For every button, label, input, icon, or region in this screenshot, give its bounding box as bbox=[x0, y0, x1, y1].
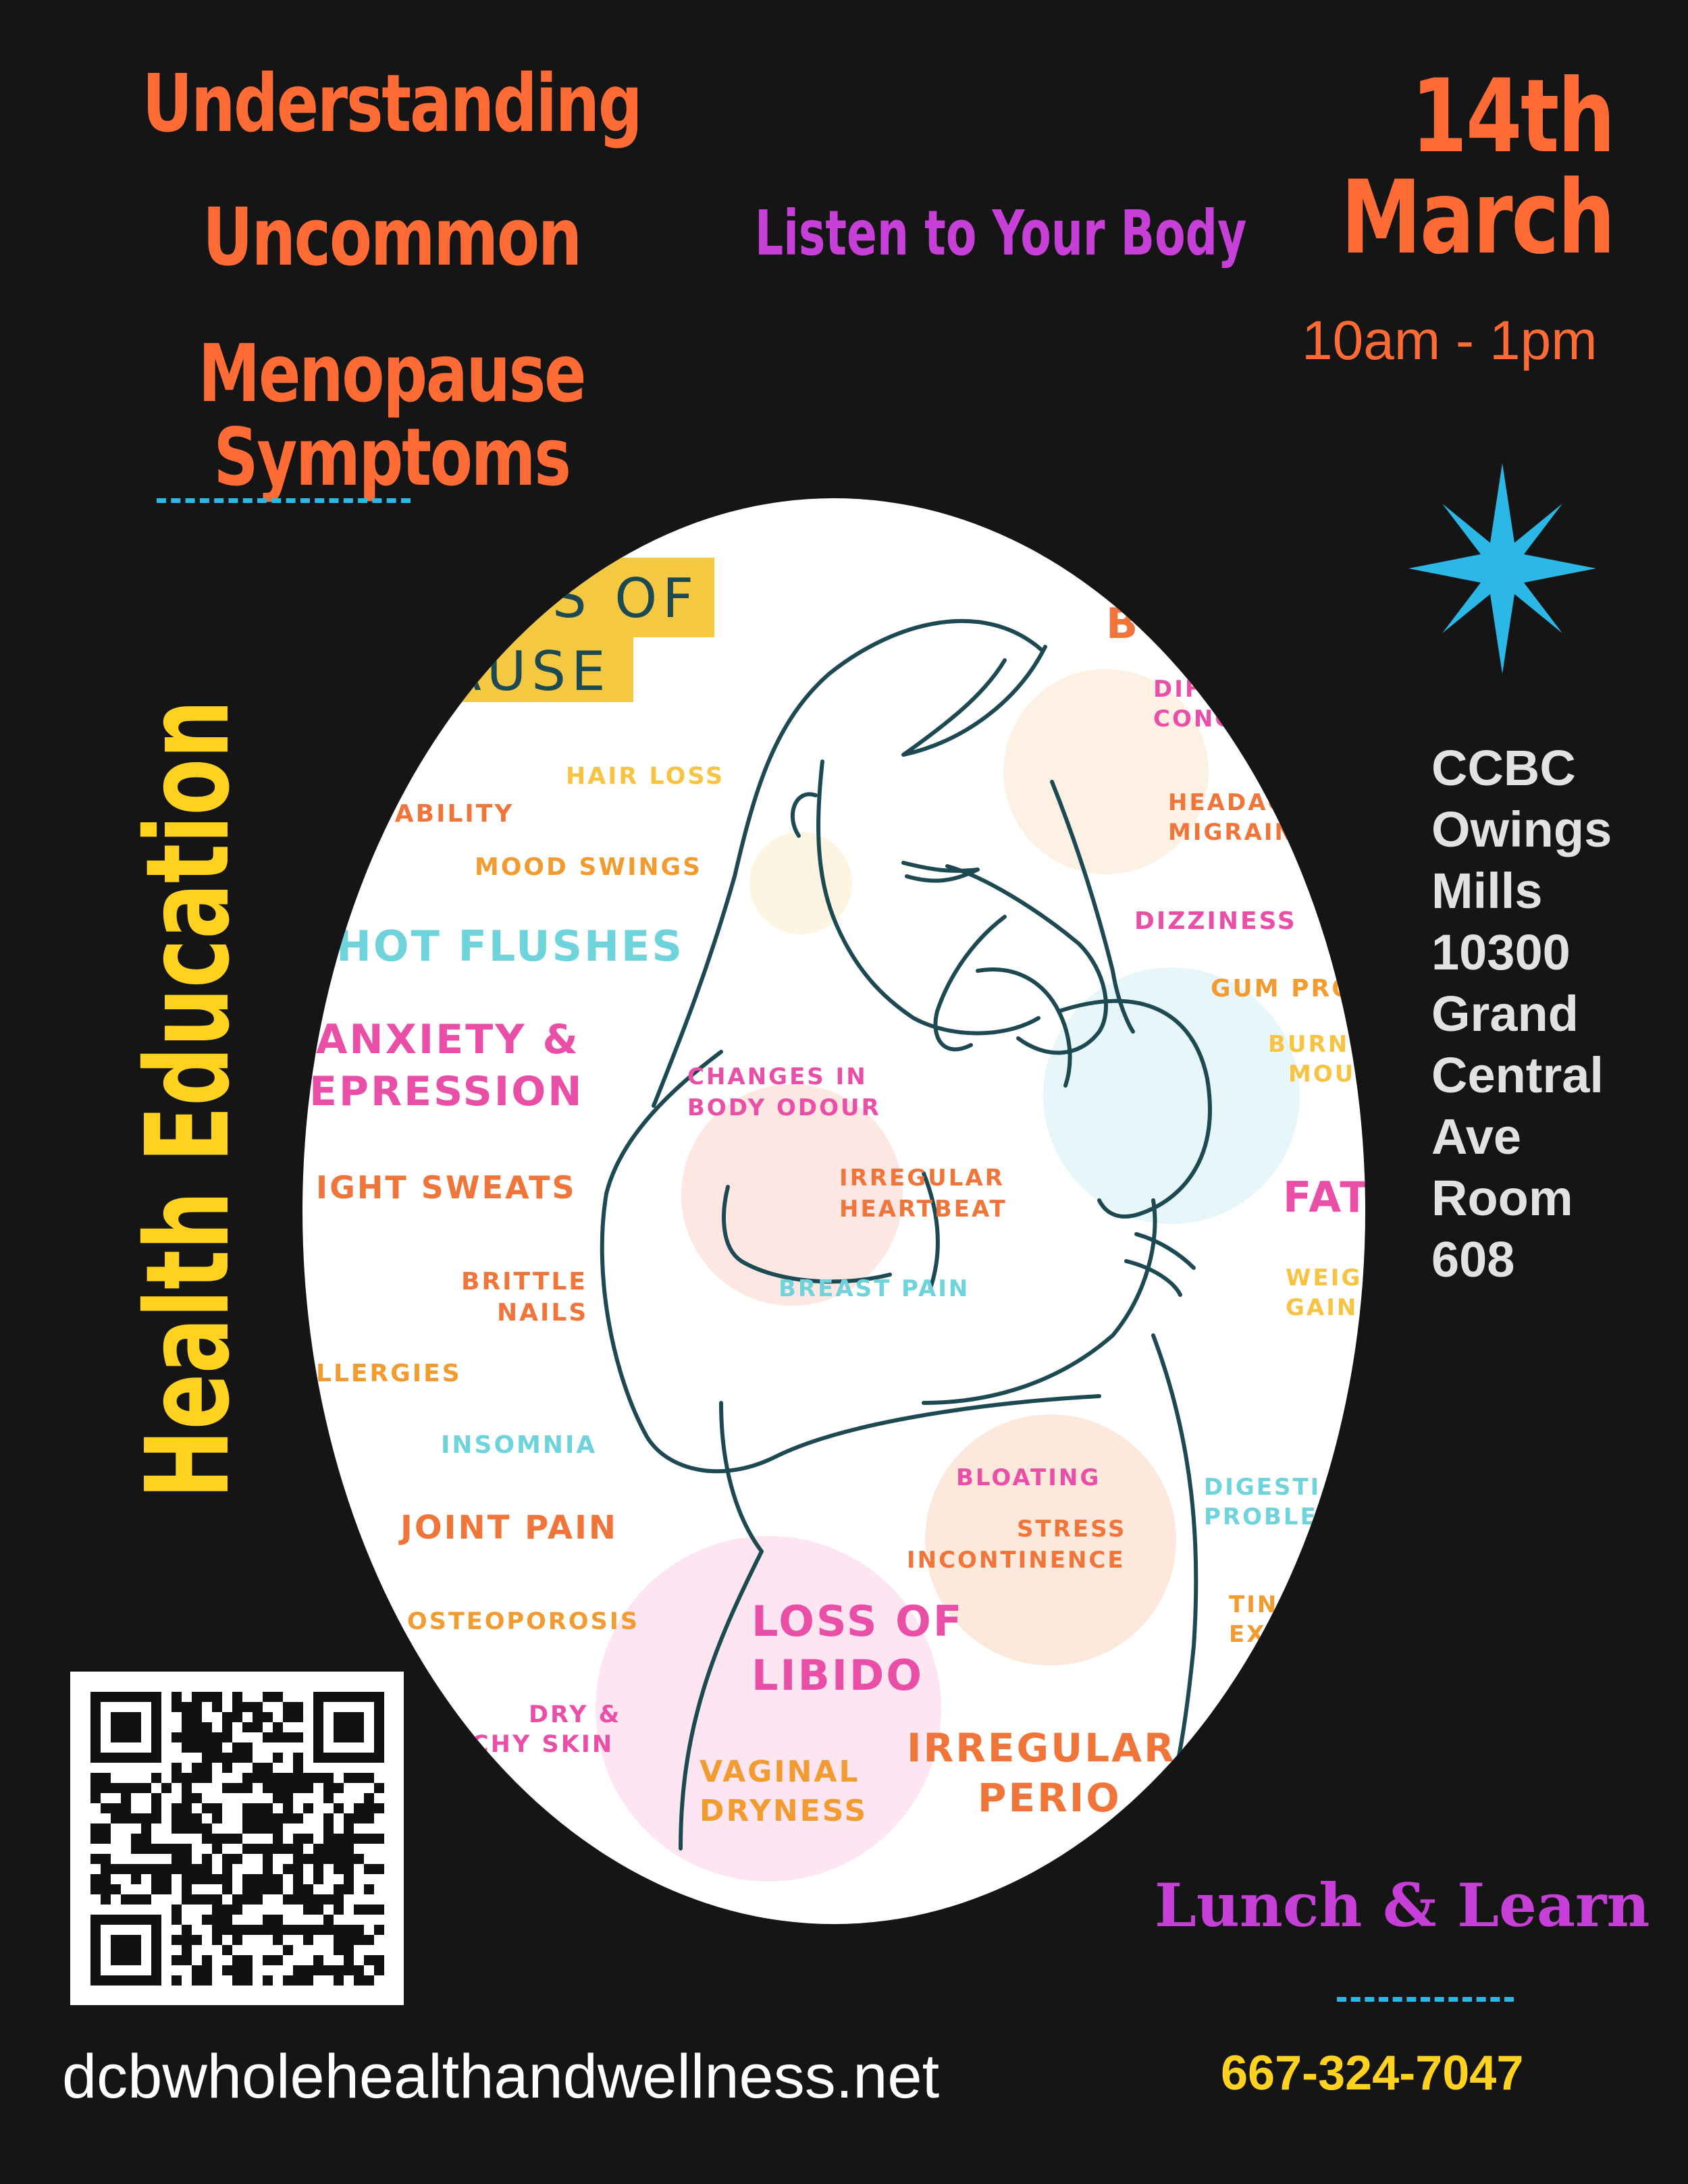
symptom-label: BRITTLE bbox=[461, 1268, 588, 1296]
symptom-label: ANXIETY & bbox=[316, 1016, 580, 1063]
symptom-label: CHANGES IN bbox=[687, 1063, 868, 1090]
address-line: Room bbox=[1431, 1170, 1573, 1226]
symptom-label: INCONTINENCE bbox=[907, 1547, 1126, 1574]
date-day: 14th bbox=[1410, 58, 1616, 176]
symptom-label: BURN bbox=[1268, 1031, 1350, 1058]
title-line-3: Menopause Symptoms bbox=[198, 327, 587, 504]
symptom-label: INSOMNIA bbox=[441, 1431, 598, 1459]
address-line: Mills bbox=[1431, 863, 1543, 919]
illustration-banner-text-1: S OF bbox=[552, 567, 700, 630]
symptom-label: WEIG bbox=[1286, 1264, 1363, 1291]
woman-line-art bbox=[600, 618, 1212, 1850]
symptom-label: DIGESTI bbox=[1204, 1474, 1321, 1501]
symptom-label: LOSS OF bbox=[751, 1597, 964, 1646]
symptom-label: PERIO bbox=[978, 1775, 1122, 1821]
address-line: Owings bbox=[1431, 801, 1612, 857]
symptom-label: DRY & bbox=[529, 1701, 622, 1728]
symptom-label: BLOATING bbox=[956, 1464, 1101, 1491]
illustration-banner-text-2: AUSE bbox=[444, 640, 611, 703]
divider-bottom bbox=[1337, 1997, 1514, 2002]
address-line: Ave bbox=[1431, 1109, 1522, 1165]
illustration-banner-line-1 bbox=[431, 558, 714, 637]
symptom-label: MOOD SWINGS bbox=[475, 853, 703, 881]
symptom-label: EX bbox=[1229, 1621, 1267, 1648]
website-link[interactable]: dcbwholehealthandwellness.net bbox=[62, 2042, 940, 2111]
health-education-banner: Health Education bbox=[122, 699, 255, 1499]
symptom-label: IRREGULAR bbox=[839, 1165, 1005, 1192]
phone-number[interactable]: 667-324-7047 bbox=[1221, 2046, 1524, 2100]
symptom-label: IRREGULAR bbox=[907, 1725, 1176, 1771]
star-burst-icon bbox=[1408, 463, 1596, 674]
symptom-label: JOINT PAIN bbox=[400, 1509, 618, 1547]
symptom-label: VAGINAL bbox=[700, 1755, 860, 1789]
symptom-label: HEARTBEAT bbox=[839, 1196, 1007, 1223]
event-type: Lunch & Learn bbox=[1155, 1870, 1650, 1940]
symptom-label: CHY SKIN bbox=[471, 1731, 614, 1758]
symptom-label: EPRESSION bbox=[309, 1068, 584, 1115]
symptom-label: TIN bbox=[1229, 1591, 1279, 1618]
symptom-label: LIBIDO bbox=[751, 1651, 924, 1700]
qr-code-pattern bbox=[90, 1692, 384, 1986]
address-line: Grand bbox=[1431, 986, 1579, 1042]
symptom-label: FAT bbox=[1283, 1173, 1365, 1222]
symptom-label: DIZZINESS bbox=[1134, 907, 1297, 935]
address-line: CCBC bbox=[1431, 740, 1576, 796]
title-line-2: Uncommon bbox=[203, 190, 582, 284]
symptoms-illustration: S OF AUSE HAIR LOSS TABILITY MOOD SWINGS… bbox=[302, 498, 1365, 1924]
symptom-label: CONC bbox=[1153, 705, 1234, 733]
symptom-label: BREAST PAIN bbox=[779, 1275, 970, 1302]
location-address: CCBC Owings Mills 10300 Grand Central Av… bbox=[1431, 737, 1612, 1290]
symptom-label: LLERGIES bbox=[316, 1360, 462, 1387]
symptom-label: NAILS bbox=[497, 1299, 589, 1327]
address-line: 10300 bbox=[1431, 924, 1571, 980]
address-line: 608 bbox=[1431, 1231, 1515, 1287]
event-title: Understanding Uncommon Menopause Symptom… bbox=[27, 57, 756, 504]
symptom-label: MIGRAIN bbox=[1168, 819, 1296, 846]
illustration-banner-line-2 bbox=[431, 637, 633, 702]
address-line: Central bbox=[1431, 1047, 1604, 1103]
symptom-label: HOT FLUSHES bbox=[336, 922, 685, 971]
symptom-label: DRYNESS bbox=[700, 1794, 868, 1828]
symptom-label: GAIN bbox=[1286, 1294, 1359, 1321]
symptom-label: STRESS bbox=[1017, 1516, 1127, 1543]
divider-top bbox=[157, 498, 411, 503]
symptom-label: GUM PRO bbox=[1211, 975, 1354, 1003]
symptom-label: IGHT SWEATS bbox=[316, 1169, 577, 1206]
event-time: 10am - 1pm bbox=[1302, 310, 1598, 371]
event-date: 14th March bbox=[1141, 58, 1616, 277]
qr-code[interactable] bbox=[70, 1672, 404, 2005]
symptom-label: HAIR LOSS bbox=[566, 763, 725, 790]
date-month: March bbox=[1340, 159, 1616, 277]
symptom-label: OSTEOPOROSIS bbox=[407, 1608, 640, 1635]
symptom-label: BODY ODOUR bbox=[687, 1094, 881, 1121]
tagline: Listen to Your Body bbox=[755, 197, 1247, 269]
symptom-label: B bbox=[1106, 599, 1140, 648]
symptom-label: MOU bbox=[1288, 1061, 1356, 1088]
title-line-1: Understanding bbox=[142, 57, 643, 150]
symptom-label: PROBLE bbox=[1204, 1503, 1318, 1530]
symptom-label: HEADAC bbox=[1168, 789, 1287, 816]
symptom-label: DIF bbox=[1153, 676, 1203, 703]
symptom-label: TABILITY bbox=[378, 800, 515, 828]
